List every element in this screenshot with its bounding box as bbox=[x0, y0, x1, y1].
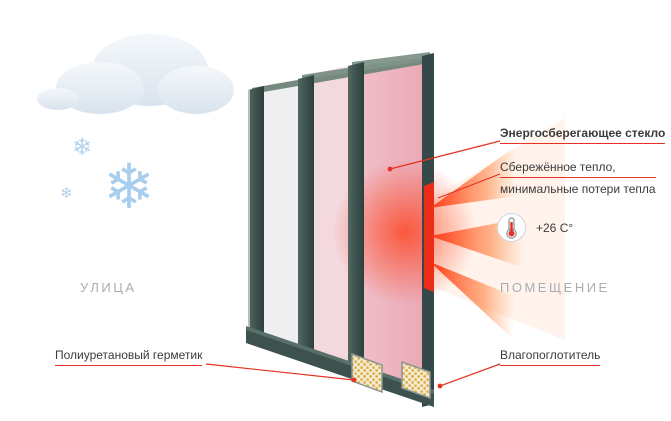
window-unit bbox=[246, 52, 477, 407]
zone-label-room: ПОМЕЩЕНИЕ bbox=[500, 280, 610, 295]
label-energy-saving-glass: Энергосберегающее стекло bbox=[500, 126, 666, 144]
thermometer-icon bbox=[497, 213, 526, 242]
thermometer-glyph bbox=[506, 217, 517, 239]
label-moisture-absorber: Влагопоглотитель bbox=[500, 348, 601, 366]
snowflake-icon: ❄ bbox=[60, 185, 73, 202]
desiccant-spacer-1 bbox=[351, 352, 383, 394]
zone-label-street: УЛИЦА bbox=[80, 280, 137, 295]
desiccant-spacer-2 bbox=[401, 360, 431, 400]
label-heat-saved: Сбережённое тепло, bbox=[500, 160, 656, 178]
label-heat-minimal-loss: минимальные потери тепла bbox=[500, 182, 656, 196]
snowflake-icon: ❄ bbox=[103, 153, 155, 222]
label-polyurethane-sealant: Полиуретановый герметик bbox=[55, 348, 203, 366]
label-heat-block: Сбережённое тепло, минимальные потери те… bbox=[500, 160, 656, 196]
annotation-lines bbox=[205, 140, 501, 389]
heat-core bbox=[424, 182, 434, 292]
temperature-value: +26 C° bbox=[536, 221, 574, 235]
snowflake-icon: ❄ bbox=[72, 134, 93, 161]
cloud-icon bbox=[37, 34, 234, 114]
